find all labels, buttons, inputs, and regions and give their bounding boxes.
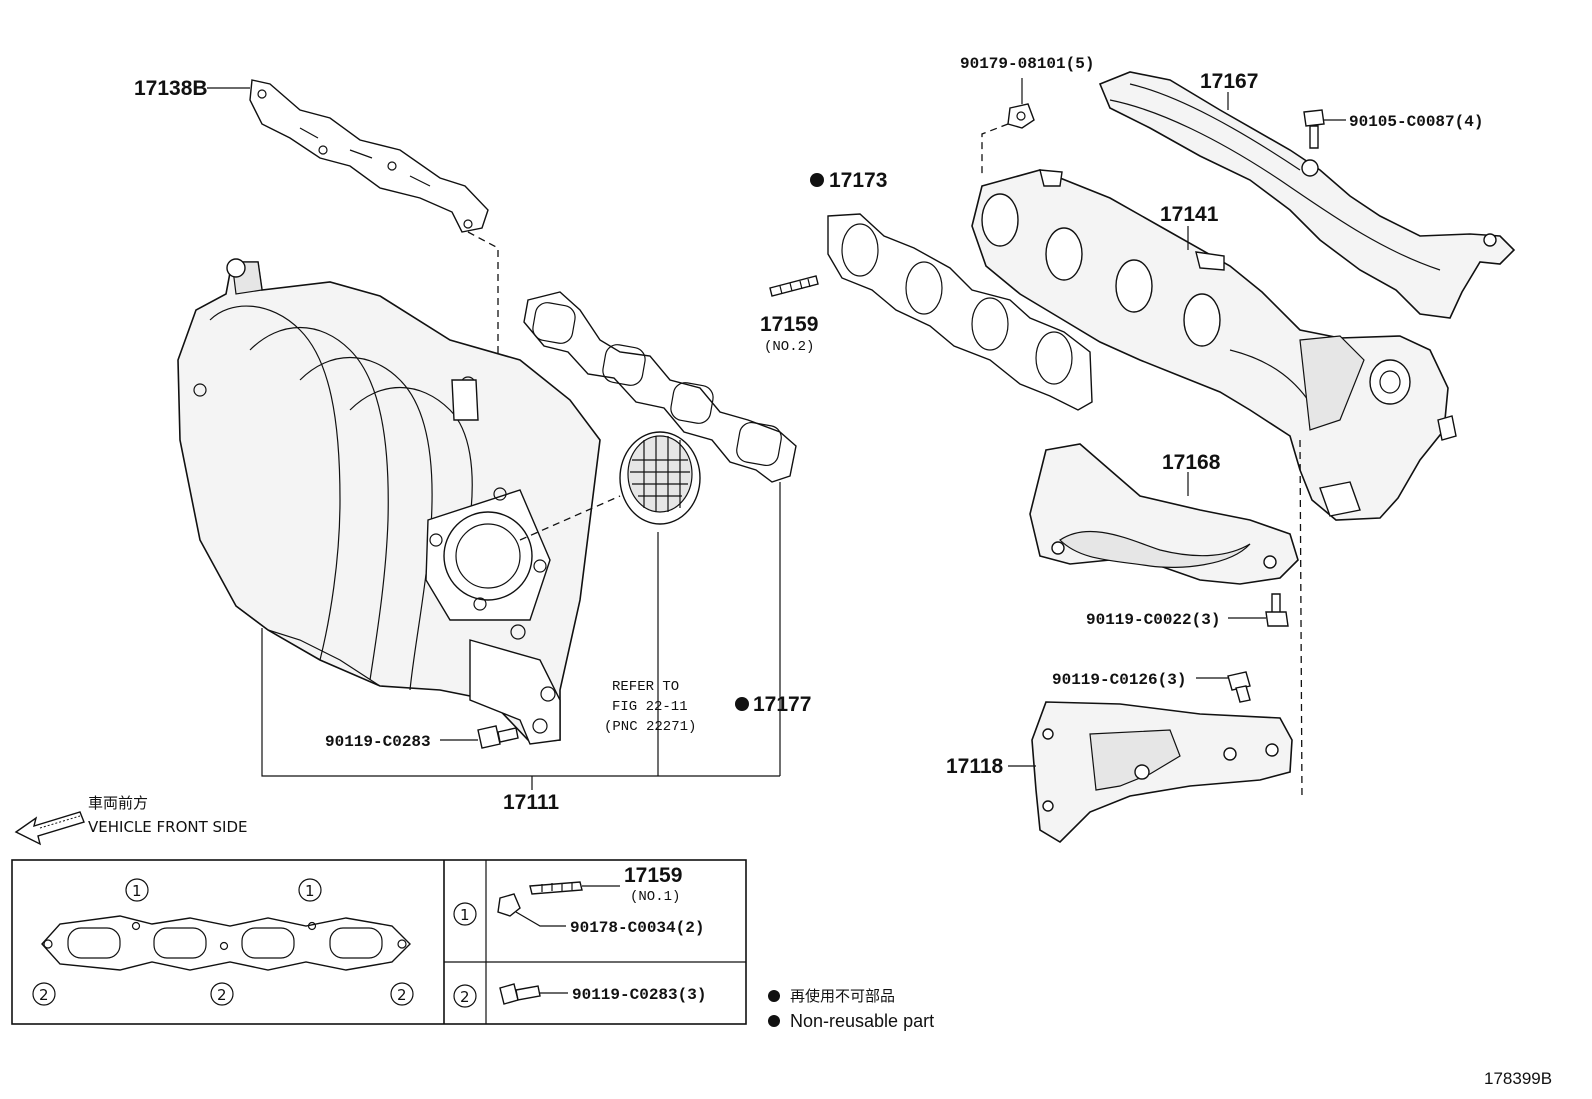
intake-manifold-17111 [177,258,601,745]
non-reusable-dot-17173 [810,173,824,187]
exhaust-gasket-17173 [827,213,1093,411]
heat-insulator-17167 [1098,71,1516,319]
intake-gasket-17177 [523,291,797,483]
bolt-90119-c0126 [1227,671,1251,703]
front-label-en: VEHICLE FRONT SIDE [88,818,248,836]
throttle-gasket [619,431,701,525]
inset-circle-2-b: 2 [217,986,227,1004]
label-17138b: 17138B [134,77,208,100]
bolt-90119-c0283 [477,725,519,749]
bolt-90105-c0087 [1303,109,1325,149]
stud-17159-no2 [769,275,819,297]
inset-stud-icon [529,881,583,895]
stay-17118 [1031,701,1293,844]
inset-row-1-note: (NO.1) [630,889,680,905]
gasket-inset-panel: 1 1 2 2 2 1 2 17159 (NO.1) 90178-C0034(2… [11,859,747,1025]
label-17159-no2: 17159 [760,313,818,336]
nut-90179-08101 [1007,103,1035,129]
inset-row-1-part: 17159 [624,864,682,887]
inset-bolt-icon [499,983,519,1005]
legend-en: Non-reusable part [790,1011,934,1031]
bracket-17138b [249,79,489,233]
inset-circle-2-c: 2 [397,986,407,1004]
inset-circle-1-b: 1 [305,882,315,900]
refer-line-1: REFER TO [612,679,679,695]
inset-row-1-marker: 1 [460,906,470,924]
bolt-90119-c0022 [1265,593,1289,627]
label-90119-c0126: 90119-C0126(3) [1052,671,1186,689]
label-90119-c0022: 90119-C0022(3) [1086,611,1220,629]
refer-line-2: FIG 22-11 [612,699,688,715]
label-90119-c0283: 90119-C0283 [325,733,431,751]
label-90179: 90179-08101(5) [960,55,1094,73]
label-17177: 17177 [753,693,811,716]
inset-row-1-nut: 90178-C0034(2) [570,919,704,937]
inset-circle-2-a: 2 [39,986,49,1004]
label-17168: 17168 [1162,451,1221,474]
inset-row-2-bolt: 90119-C0283(3) [572,986,706,1004]
legend-jp: 再使用不可部品 [790,987,895,1005]
heat-insulator-17168 [1029,443,1299,585]
legend-dot-jp [768,990,780,1002]
legend-dot-en [768,1015,780,1027]
label-90105: 90105-C0087(4) [1349,113,1483,131]
label-17167: 17167 [1200,70,1258,93]
label-17159-no2-note: (NO.2) [764,339,814,355]
label-17141: 17141 [1160,203,1219,226]
front-arrow-icon [14,811,85,846]
refer-line-3: (PNC 22271) [604,719,696,735]
label-17118: 17118 [946,755,1004,778]
exhaust-manifold-17141 [971,169,1457,521]
front-label-jp: 車両前方 [88,794,148,812]
inset-row-2-marker: 2 [460,988,470,1006]
label-17111: 17111 [503,791,559,814]
non-reusable-dot-17177 [735,697,749,711]
label-17173: 17173 [829,169,887,192]
diagram-code: 178399B [1484,1069,1552,1088]
inset-circle-1-a: 1 [132,882,142,900]
inset-nut-icon [497,893,521,917]
